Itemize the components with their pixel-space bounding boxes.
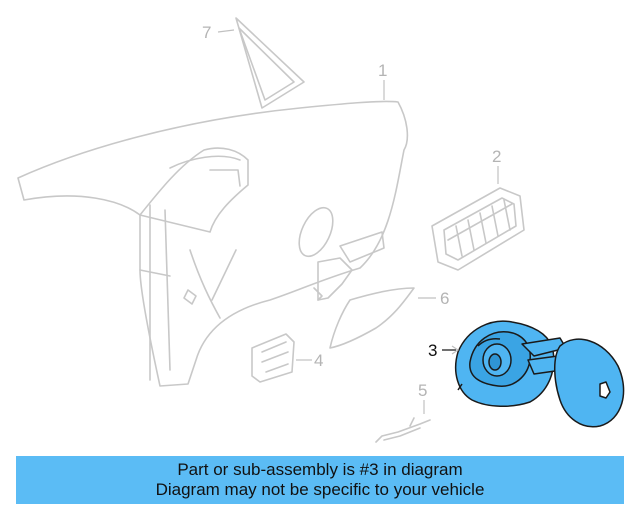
part-7-quarter-glass (235, 17, 305, 109)
banner-line-disclaimer: Diagram may not be specific to your vehi… (155, 480, 485, 499)
callout-5: 5 (418, 381, 427, 400)
callout-7: 7 (202, 23, 211, 42)
info-banner: Part or sub-assembly is #3 in diagram Di… (16, 456, 624, 504)
callout-2: 2 (492, 147, 501, 166)
callout-1: 1 (378, 61, 387, 80)
callout-3: 3 (428, 341, 437, 360)
part-4-bracket (251, 333, 295, 383)
leader-line-7 (217, 29, 235, 33)
part-3-fuel-door-assembly (454, 320, 625, 428)
callout-6: 6 (440, 289, 449, 308)
part-5-release-cable (375, 417, 431, 443)
part-2-vent-grille (431, 187, 525, 271)
leader-line-3-arrow (451, 345, 460, 355)
part-6-liner (329, 287, 415, 349)
parts-diagram: 1 2 3 4 5 6 7 (17, 17, 625, 443)
part-1-quarter-panel (17, 100, 409, 387)
banner-line-part-number: Part or sub-assembly is #3 in diagram (177, 460, 463, 479)
callout-4: 4 (314, 351, 323, 370)
